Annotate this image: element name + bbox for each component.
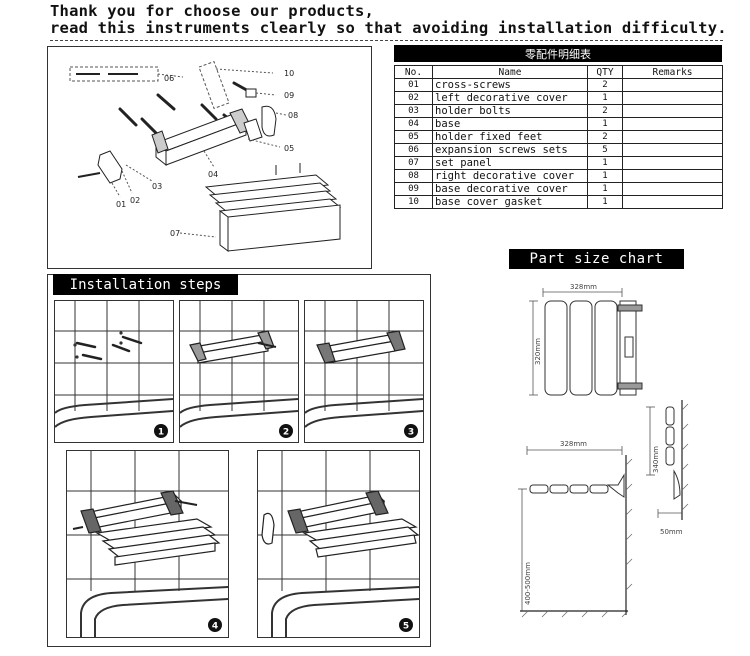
step-5-drawing: 5 <box>258 451 419 637</box>
label-04: 04 <box>208 170 218 179</box>
row-no: 04 <box>394 117 433 131</box>
label-07: 07 <box>170 229 180 238</box>
col-no: No. <box>394 65 433 79</box>
row-remarks <box>622 91 723 105</box>
col-qty: QTY <box>587 65 623 79</box>
label-08: 08 <box>288 111 298 120</box>
row-no: 06 <box>394 143 433 157</box>
row-qty: 2 <box>587 104 623 118</box>
row-remarks <box>622 169 723 183</box>
exploded-view-drawing: 06 10 09 08 05 <box>69 60 342 252</box>
label-02: 02 <box>130 196 140 205</box>
col-remarks: Remarks <box>622 65 723 79</box>
row-qty: 1 <box>587 195 623 209</box>
row-name: holder bolts <box>432 104 588 118</box>
dim-height-left: 320mm <box>534 338 542 365</box>
row-qty: 2 <box>587 130 623 144</box>
header-divider <box>50 40 723 41</box>
installation-steps-title: Installation steps <box>53 274 238 295</box>
step-5-panel: 5 <box>257 450 420 638</box>
size-chart-drawing: 328mm 320mm 340mm 50mm 328mm <box>518 283 689 618</box>
row-remarks <box>622 78 723 92</box>
dim-height-fold: 340mm <box>652 446 660 473</box>
row-name: holder fixed feet <box>432 130 588 144</box>
parts-table-title: 零配件明细表 <box>394 45 722 62</box>
row-no: 03 <box>394 104 433 118</box>
row-no: 07 <box>394 156 433 170</box>
step-3-drawing: 3 <box>305 301 423 438</box>
step-1-number: 1 <box>158 428 164 438</box>
row-name: cross-screws <box>432 78 588 92</box>
dim-width-side: 328mm <box>560 440 587 448</box>
step-2-number: 2 <box>283 428 289 438</box>
row-no: 09 <box>394 182 433 196</box>
row-no: 05 <box>394 130 433 144</box>
label-05: 05 <box>284 144 294 153</box>
step-4-number: 4 <box>212 622 218 632</box>
row-qty: 1 <box>587 169 623 183</box>
row-qty: 5 <box>587 143 623 157</box>
step-1-panel: 1 <box>54 300 174 443</box>
label-06: 06 <box>164 74 174 83</box>
label-09: 09 <box>284 91 294 100</box>
row-qty: 1 <box>587 156 623 170</box>
row-no: 01 <box>394 78 433 92</box>
step-1-drawing: 1 <box>55 301 173 438</box>
row-remarks <box>622 195 723 209</box>
row-remarks <box>622 156 723 170</box>
row-remarks <box>622 104 723 118</box>
dim-depth-fold: 50mm <box>660 528 683 536</box>
step-3-number: 3 <box>408 428 414 438</box>
row-no: 02 <box>394 91 433 105</box>
row-name: base decorative cover <box>432 182 588 196</box>
step-4-panel: 4 <box>66 450 229 638</box>
row-name: left decorative cover <box>432 91 588 105</box>
step-3-panel: 3 <box>304 300 424 443</box>
step-2-drawing: 2 <box>180 301 298 438</box>
row-no: 10 <box>394 195 433 209</box>
row-no: 08 <box>394 169 433 183</box>
col-name: Name <box>432 65 588 79</box>
row-remarks <box>622 130 723 144</box>
row-name: base cover gasket <box>432 195 588 209</box>
step-4-drawing: 4 <box>67 451 228 637</box>
label-03: 03 <box>152 182 162 191</box>
header-line-2: read this instruments clearly so that av… <box>50 19 727 37</box>
row-qty: 1 <box>587 91 623 105</box>
row-name: right decorative cover <box>432 169 588 183</box>
row-qty: 1 <box>587 182 623 196</box>
label-10: 10 <box>284 69 294 78</box>
exploded-view-panel: 06 10 09 08 05 <box>47 46 372 269</box>
row-qty: 2 <box>587 78 623 92</box>
row-name: base <box>432 117 588 131</box>
dim-width-top: 328mm <box>570 283 597 291</box>
row-remarks <box>622 182 723 196</box>
row-qty: 1 <box>587 117 623 131</box>
row-name: expansion screws sets <box>432 143 588 157</box>
row-name: set panel <box>432 156 588 170</box>
header-line-1: Thank you for choose our products, <box>50 2 375 20</box>
dim-mount-height: 400-500mm <box>524 562 532 605</box>
step-2-panel: 2 <box>179 300 299 443</box>
row-remarks <box>622 143 723 157</box>
size-chart-title: Part size chart <box>509 249 684 269</box>
label-01: 01 <box>116 200 126 209</box>
parts-table-header: No. Name QTY Remarks <box>394 65 723 79</box>
step-5-number: 5 <box>403 622 409 632</box>
row-remarks <box>622 117 723 131</box>
